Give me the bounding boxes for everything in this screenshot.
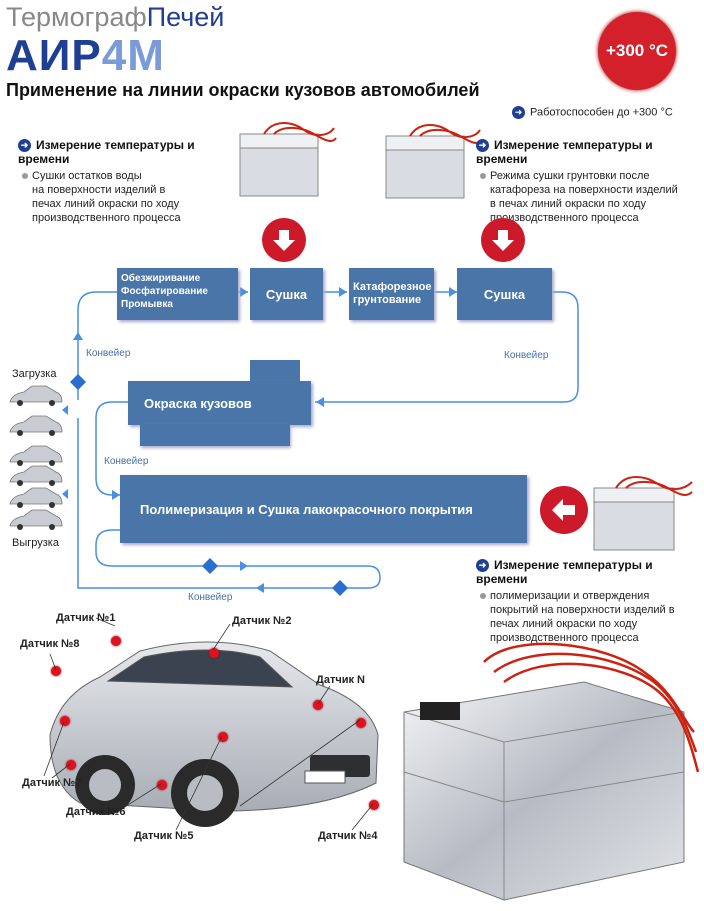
- sensor-label: Датчик N: [316, 674, 365, 686]
- conveyor-lines: [62, 287, 579, 596]
- sensor-dot: [218, 732, 228, 742]
- left-arrow-icon: [540, 486, 588, 534]
- bullet-icon: [480, 173, 486, 180]
- brand-word1: Термограф: [6, 2, 147, 32]
- bullet-icon: [480, 593, 486, 600]
- arrow-icon: ➜: [18, 139, 31, 153]
- model-a: АИР: [6, 31, 102, 80]
- process-line: грунтование: [353, 294, 422, 306]
- brand-word2: Печей: [146, 2, 225, 32]
- conveyor-label: Конвейер: [504, 350, 549, 361]
- painting-box-bottom: [140, 424, 290, 446]
- note-line: в печах линий окраски по ходу: [490, 198, 646, 211]
- model-b: 4М: [101, 31, 165, 80]
- sensor-label: Датчик №2: [232, 615, 292, 627]
- sensor-dot: [111, 636, 121, 646]
- note-heading: Измерение температуры и времени: [476, 558, 653, 587]
- unloading-label: Выгрузка: [12, 537, 59, 549]
- arrow-icon: ➜: [476, 139, 489, 153]
- loading-label: Загрузка: [12, 368, 57, 380]
- conveyor-label: Конвейер: [86, 348, 131, 359]
- sensor-dot: [66, 760, 76, 770]
- arrow-icon: ➜: [476, 559, 489, 573]
- note-left: ➜Измерение температуры и времени Сушки о…: [18, 138, 238, 225]
- sensor-leader-lines: [43, 617, 374, 831]
- sensor-label: Датчик №4: [318, 830, 378, 842]
- sensor-label: Датчик №5: [134, 830, 194, 842]
- note-line: производственного процесса: [32, 212, 181, 225]
- process-drying-1: Сушка: [250, 268, 323, 320]
- note-heading: Измерение температуры и времени: [476, 138, 653, 167]
- process-line: Обезжиривание: [121, 273, 201, 284]
- down-arrow-icon: [481, 218, 525, 262]
- conveyor-label: Конвейер: [104, 456, 149, 467]
- process-drying-2: Сушка: [457, 268, 552, 320]
- brand-title: ТермографПечей: [6, 2, 224, 33]
- sensor-dot: [369, 800, 379, 810]
- process-line: Катафорезное: [353, 281, 432, 293]
- sensor-label: Датчик №6: [66, 806, 126, 818]
- car-queue-image: [9, 385, 63, 530]
- conveyor-label: Конвейер: [188, 592, 233, 603]
- note-line: производственного процесса: [490, 632, 639, 645]
- sensor-dot: [51, 666, 61, 676]
- sensor-dot: [209, 648, 219, 658]
- arrow-icon: ➜: [512, 106, 525, 119]
- process-line: Фосфатирование: [121, 286, 208, 297]
- note-line: катафореза на поверхности изделий: [490, 184, 678, 197]
- down-arrow-icon: [262, 218, 306, 262]
- painting-box-top: [250, 360, 300, 382]
- bullet-icon: [22, 173, 28, 180]
- note-line: Режима сушки грунтовки после: [490, 170, 650, 183]
- process-cataphoresis: Катафорезное грунтование: [349, 268, 434, 320]
- thermograph-device-image: [239, 122, 337, 197]
- car-image: [49, 641, 379, 827]
- note-line: печах линий окраски по ходу: [490, 618, 638, 631]
- brand-model: АИР4М: [6, 32, 165, 80]
- sensor-label: Датчик №7: [22, 777, 82, 789]
- sensor-label: Датчик №1: [56, 612, 116, 624]
- process-degreasing: Обезжиривание Фосфатирование Промывка: [117, 268, 238, 320]
- capability-note: ➜ Работоспособен до +300 °С: [512, 106, 673, 119]
- note-line: Сушки остатков воды: [32, 170, 142, 183]
- note-right: ➜Измерение температуры и времени Режима …: [476, 138, 701, 225]
- note-bottom: ➜Измерение температуры и времени полимер…: [476, 558, 701, 645]
- note-line: производственного процесса: [490, 212, 639, 225]
- process-painting: Окраска кузовов: [128, 381, 311, 425]
- note-line: полимеризации и отверждения: [490, 590, 650, 603]
- note-line: покрытий на поверхности изделий в: [490, 604, 675, 617]
- sensor-label: Датчик №8: [20, 638, 80, 650]
- note-heading: Измерение температуры и времени: [18, 138, 195, 167]
- sensor-dot: [60, 716, 70, 726]
- sensor-dot: [157, 780, 167, 790]
- sensor-dot: [356, 718, 366, 728]
- page-subtitle: Применение на линии окраски кузовов авто…: [6, 80, 480, 100]
- process-polymerization: Полимеризация и Сушка лакокрасочного пок…: [120, 475, 527, 543]
- process-line: Промывка: [121, 299, 173, 310]
- temperature-badge: +300 °С: [598, 12, 676, 90]
- note-line: на поверхности изделий в: [32, 184, 166, 197]
- capability-text: Работоспособен до +300 °С: [530, 106, 673, 119]
- thermograph-device-image: [385, 124, 483, 199]
- thermograph-device-image: [593, 476, 693, 551]
- note-line: печах линий окраски по ходу: [32, 198, 180, 211]
- sensor-dot: [313, 700, 323, 710]
- thermograph-device-large-image: [403, 642, 700, 901]
